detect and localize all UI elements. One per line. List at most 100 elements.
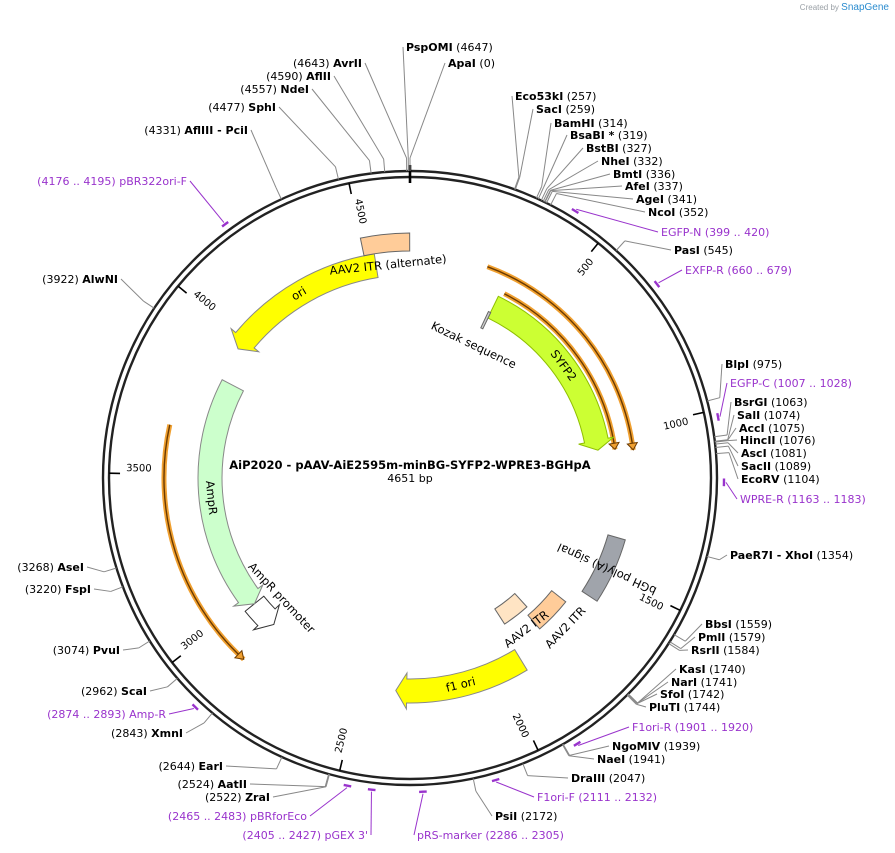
enzyme-label: EcoRV (1104) [741, 473, 820, 486]
enzyme-position: (2843) [111, 727, 151, 740]
enzyme-position: (975) [749, 358, 782, 371]
enzyme-label: BsaBI * (319) [570, 129, 648, 142]
enzyme-label: (3922) AlwNI [42, 273, 118, 286]
enzyme-leader-line [550, 173, 611, 191]
enzyme-bamhi: BamHI (314) [535, 117, 628, 199]
plasmid-length: 4651 bp [387, 472, 432, 485]
enzyme-bsabi: BsaBI * (319) [537, 129, 648, 200]
enzyme-aflii: (4590) AflII [266, 70, 386, 173]
primer-range: (2286 .. 2305) [482, 829, 564, 842]
enzyme-leader-line [149, 686, 168, 692]
enzyme-cut-line [562, 743, 571, 756]
enzyme-name: PsiI [495, 810, 517, 823]
enzyme-leader-line [278, 106, 336, 168]
feature-shape [197, 379, 264, 607]
primer-leader-line [576, 208, 659, 233]
enzyme-name: SfoI [660, 688, 684, 701]
tick-mark [692, 411, 704, 416]
enzyme-label: (2644) EarI [158, 760, 223, 773]
enzyme-position: (2524) [178, 778, 218, 791]
enzyme-label: BsrGI (1063) [734, 396, 808, 409]
enzyme-name: FspI [65, 583, 91, 596]
enzyme-leader-line [122, 647, 139, 651]
enzyme-cut-line [514, 177, 521, 190]
enzyme-cut-line [537, 187, 545, 200]
tick-label: 500 [576, 257, 597, 279]
tick-label: 2000 [510, 712, 531, 740]
enzyme-cut-line [472, 778, 477, 792]
enzyme-label: ApaI (0) [448, 57, 495, 70]
enzyme-pmli: PmlI (1579) [669, 631, 765, 650]
primer-pbrforeco: (2465 .. 2483) pBRforEco [168, 783, 352, 823]
enzyme-label: BstBI (327) [586, 142, 652, 155]
enzyme-position: (1559) [732, 618, 772, 631]
enzyme-name: PspOMI [406, 41, 453, 54]
enzyme-asei: (3268) AseI [17, 561, 117, 574]
tick-label: 3000 [179, 628, 206, 652]
primer-label: EGFP-C (1007 .. 1028) [730, 377, 852, 390]
enzyme-name: ZraI [245, 791, 270, 804]
enzyme-cut-line [715, 452, 730, 455]
enzyme-leader-line [475, 790, 493, 817]
enzyme-label: (4557) NdeI [240, 83, 309, 96]
primer-mark [571, 207, 580, 215]
primer-leader-line [413, 793, 424, 836]
tick-mark [532, 740, 539, 751]
enzyme-leader-line [543, 134, 568, 188]
enzyme-position: (0) [476, 57, 495, 70]
primer-range: (399 .. 420) [701, 226, 769, 239]
plasmid-title: AiP2020 - pAAV-AiE2595m-minBG-SYFP2-WPRE… [229, 458, 591, 472]
enzyme-label: (4331) AflIII - PciI [144, 124, 248, 137]
enzyme-name: HincII [740, 434, 776, 447]
enzyme-position: (1939) [660, 740, 700, 753]
enzyme-cut-line [167, 677, 178, 688]
enzyme-name: XmnI [151, 727, 183, 740]
enzyme-cut-line [669, 641, 681, 650]
orf-arc [487, 266, 634, 450]
primer-name: pBRforEco [250, 810, 307, 823]
enzyme-aatii: (2524) AatII [178, 773, 330, 791]
enzyme-position: (352) [675, 206, 708, 219]
enzyme-position: (1075) [765, 422, 805, 435]
enzyme-label: AgeI (341) [636, 193, 697, 206]
enzyme-name: SacII [741, 460, 771, 473]
enzyme-cut-line [561, 744, 570, 757]
feature-shape [480, 310, 492, 330]
enzyme-name: BlpI [725, 358, 749, 371]
primer-mark [491, 777, 500, 783]
enzyme-label: (2524) AatII [178, 778, 247, 791]
enzyme-label: AccI (1075) [739, 422, 805, 435]
enzyme-position: (4590) [266, 70, 306, 83]
enzyme-position: (4477) [208, 101, 248, 114]
enzyme-label: (2522) ZraI [205, 791, 270, 804]
tick-label: 3500 [126, 463, 152, 474]
enzyme-name: SacI [536, 103, 562, 116]
enzyme-name: BbsI [705, 618, 732, 631]
enzyme-position: (4331) [144, 124, 184, 137]
feature-bgh-poly-a-signal: bGH poly(A) signal [555, 534, 659, 602]
enzyme-cut-line [276, 756, 283, 770]
enzyme-label: (3220) FspI [25, 583, 91, 596]
enzyme-leader-line [624, 240, 672, 251]
feature-label: AmpR [203, 480, 220, 516]
enzyme-ncoi: NcoI (352) [550, 193, 708, 219]
feature-shape [494, 592, 528, 625]
enzyme-cut-line [324, 773, 330, 787]
primer-label: (2465 .. 2483) pBRforEco [168, 810, 307, 823]
enzyme-fspi: (3220) FspI [25, 583, 124, 596]
enzyme-leader-line [728, 452, 739, 480]
snapgene-credit: Created by SnapGene [800, 2, 889, 13]
enzyme-label: Eco53kI (257) [515, 90, 596, 103]
primer-name: WPRE-R [740, 493, 784, 506]
enzyme-zrai: (2522) ZraI [205, 774, 330, 804]
enzyme-cut-line [203, 712, 213, 724]
enzyme-position: (4557) [240, 83, 280, 96]
primer-label: F1ori-R (1901 .. 1920) [632, 721, 753, 734]
tick-label: 1000 [662, 416, 689, 432]
enzyme-sites: PspOMI (4647)ApaI (0)(4643) AvrII(4590) … [17, 41, 853, 823]
enzyme-blpi: BlpI (975) [707, 358, 782, 402]
enzyme-agei: AgeI (341) [546, 190, 697, 206]
enzyme-label: NaeI (1941) [597, 753, 665, 766]
enzyme-position: (1584) [720, 644, 760, 657]
